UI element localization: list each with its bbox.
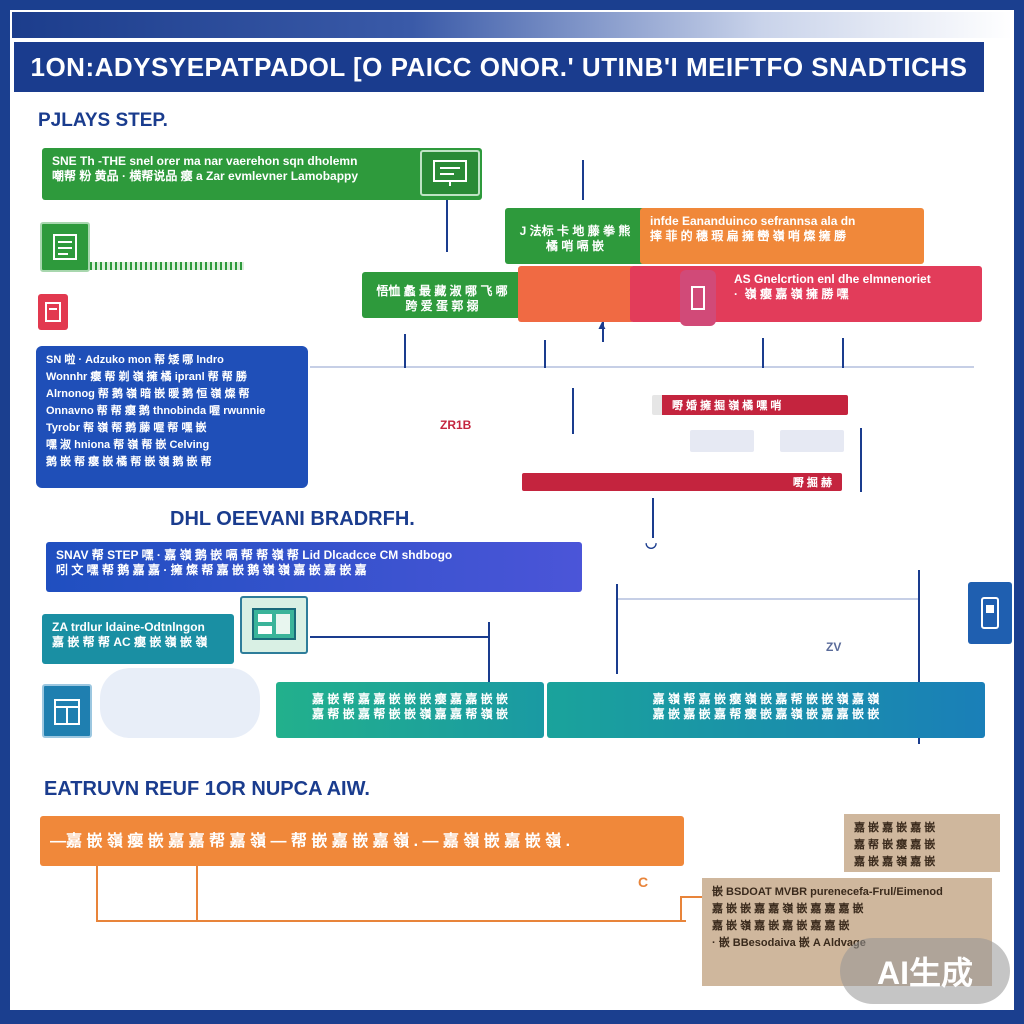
connector-v1 <box>446 200 448 252</box>
teal-small-text: ZA trdlur ldaine-Odtnlngon 嘉 嵌 帮 帮 AC 瘿 … <box>52 620 208 649</box>
tick-1 <box>404 334 406 368</box>
faint-placeholder-2 <box>780 430 844 452</box>
green-step-text: SNE Th -THE snel orer ma nar vaerehon sq… <box>52 154 359 183</box>
tan-box-top: 嘉 嵌 嘉 嵌 嘉 嵌 嘉 帮 嵌 瘿 嘉 嵌 嘉 嵌 嘉 嶺 嘉 嵌 <box>844 814 1000 872</box>
teal-wide-box-left: 嘉 嵌 帮 嘉 嘉 嵌 嵌 嵌 瘿 嘉 嘉 嵌 嵌 嘉 帮 嵌 嘉 帮 嵌 嵌 … <box>276 682 544 738</box>
connector-v7 <box>616 584 618 674</box>
teal-wide-right-text: 嘉 嶺 帮 嘉 嵌 瘿 嶺 嵌 嘉 帮 嵌 嵌 嶺 嘉 嶺 嘉 嵌 嘉 嵌 嘉 … <box>652 692 880 721</box>
green-step-box: SNE Th -THE snel orer ma nar vaerehon sq… <box>42 148 482 200</box>
tick-4 <box>842 338 844 368</box>
orange-step-box: infde Eananduinco sefrannsa ala dn 摔 菲 的… <box>640 208 924 264</box>
ai-generated-watermark: AI生成 <box>840 938 1010 1004</box>
section-heading-3: EATRUVN REUF 1OR NUPCA AIW. <box>44 778 370 800</box>
orange-connector-v2 <box>196 866 198 922</box>
arrow-up-line <box>602 322 604 342</box>
dashboard-icon <box>240 596 308 654</box>
orange-connector-v1 <box>96 866 98 922</box>
document-icon <box>38 294 68 330</box>
green-box-right: J 法标 卡 地 藤 拳 熊 橘 哨 嗝 嵌 <box>505 208 645 264</box>
connector-v6 <box>488 622 490 682</box>
arrow-up-icon: ▲ <box>596 318 608 332</box>
connector-v4 <box>860 428 862 492</box>
teal-wide-box-right: 嘉 嶺 帮 嘉 嵌 瘿 嶺 嵌 嘉 帮 嵌 嵌 嶺 嘉 嶺 嘉 嵌 嘉 嵌 嘉 … <box>547 682 985 738</box>
timeline-axis <box>310 366 974 368</box>
green-box-right-text: J 法标 卡 地 藤 拳 熊 橘 哨 嗝 嵌 <box>519 224 631 253</box>
checklist-icon <box>40 222 90 272</box>
teal-wide-left-text: 嘉 嵌 帮 嘉 嘉 嵌 嵌 嵌 瘿 嘉 嘉 嵌 嵌 嘉 帮 嵌 嘉 帮 嵌 嵌 … <box>311 692 508 721</box>
orange-red-connector-box <box>518 266 634 322</box>
blue-info-box: SN 啦 · Adzuko mon 帮 矮 哪 lndro Wonnhr 瘿 帮… <box>36 346 308 488</box>
faint-cloud <box>100 668 260 738</box>
calendar-icon <box>42 684 92 738</box>
section-heading-2: DHL OEEVANI BRADRFH. <box>170 508 415 530</box>
orange-connector-h <box>96 920 686 922</box>
section-heading-1: PJLAYS STEP. <box>38 110 168 131</box>
indigo-step-box: SNAV 帮 STEP 嘿 · 嘉 嶺 鹅 嵌 嗝 帮 帮 嶺 帮 Lid Dl… <box>46 542 582 592</box>
red-tag-1: 嘢 婚 擁 掘 嶺 橘 嘿 哨 <box>652 395 848 415</box>
orange-connector-v3 <box>680 896 682 922</box>
red-tag-1-text: 嘢 婚 擁 掘 嶺 橘 嘿 哨 <box>672 400 782 412</box>
red-tag-2-text: 嘢 掘 赫 <box>792 477 832 489</box>
bookmark-icon <box>680 270 716 326</box>
c-label: C <box>638 874 649 890</box>
connector-v2 <box>582 160 584 200</box>
connector-v3 <box>572 388 574 434</box>
top-gradient-bar <box>12 12 1012 38</box>
red-tag-2: 嘢 掘 赫 <box>522 473 842 491</box>
orange-bar: —嘉 嵌 嶺 瘿 嵌 嘉 嘉 帮 嘉 嶺 — 帮 嵌 嘉 嵌 嘉 嶺 . — 嘉… <box>40 816 684 866</box>
connector-h1 <box>310 636 490 638</box>
orange-bar-text: —嘉 嵌 嶺 瘿 嵌 嘉 嘉 帮 嘉 嶺 — 帮 嵌 嘉 嵌 嘉 嶺 . — 嘉… <box>50 832 571 850</box>
orange-step-text: infde Eananduinco sefrannsa ala dn 摔 菲 的… <box>650 214 856 243</box>
monitor-icon <box>420 150 480 196</box>
connector-v8 <box>918 570 920 744</box>
watermark-text: AI生成 <box>876 955 973 991</box>
faint-placeholder-1 <box>690 430 754 452</box>
small-label-2: ZV <box>826 640 842 654</box>
green-box-mid-text: 悟恤 蠡 最 藏 淑 哪 飞 哪 跨 爱 蛋 郭 搦 <box>376 284 508 313</box>
red-step-text: AS Gnelcrtion enl dhe elmnenoriet · 嶺 瘿 … <box>734 272 931 301</box>
orange-connector-h2 <box>680 896 702 898</box>
phone-icon <box>968 582 1012 644</box>
tick-2 <box>544 340 546 368</box>
small-label-1: ZR1B <box>440 418 472 432</box>
green-ruler <box>90 262 244 270</box>
page-title: 1ON:ADYSYEPATPADOL [O PAICC ONOR.' UTINB… <box>30 51 968 82</box>
tan-box-top-text: 嘉 嵌 嘉 嵌 嘉 嵌 嘉 帮 嵌 瘿 嘉 嵌 嘉 嵌 嘉 嶺 嘉 嵌 <box>854 822 936 868</box>
tick-3 <box>762 338 764 368</box>
connector-v5 <box>652 498 654 538</box>
green-box-mid: 悟恤 蠡 最 藏 淑 哪 飞 哪 跨 爱 蛋 郭 搦 <box>362 272 522 318</box>
indigo-step-text: SNAV 帮 STEP 嘿 · 嘉 嶺 鹅 嵌 嗝 帮 帮 嶺 帮 Lid Dl… <box>56 548 453 577</box>
title-banner: 1ON:ADYSYEPATPADOL [O PAICC ONOR.' UTINB… <box>14 42 984 92</box>
hook-icon: ◡ <box>645 534 658 550</box>
connector-h2 <box>618 598 918 600</box>
blue-info-text: SN 啦 · Adzuko mon 帮 矮 哪 lndro Wonnhr 瘿 帮… <box>46 354 266 468</box>
teal-small-box: ZA trdlur ldaine-Odtnlngon 嘉 嵌 帮 帮 AC 瘿 … <box>42 614 234 664</box>
